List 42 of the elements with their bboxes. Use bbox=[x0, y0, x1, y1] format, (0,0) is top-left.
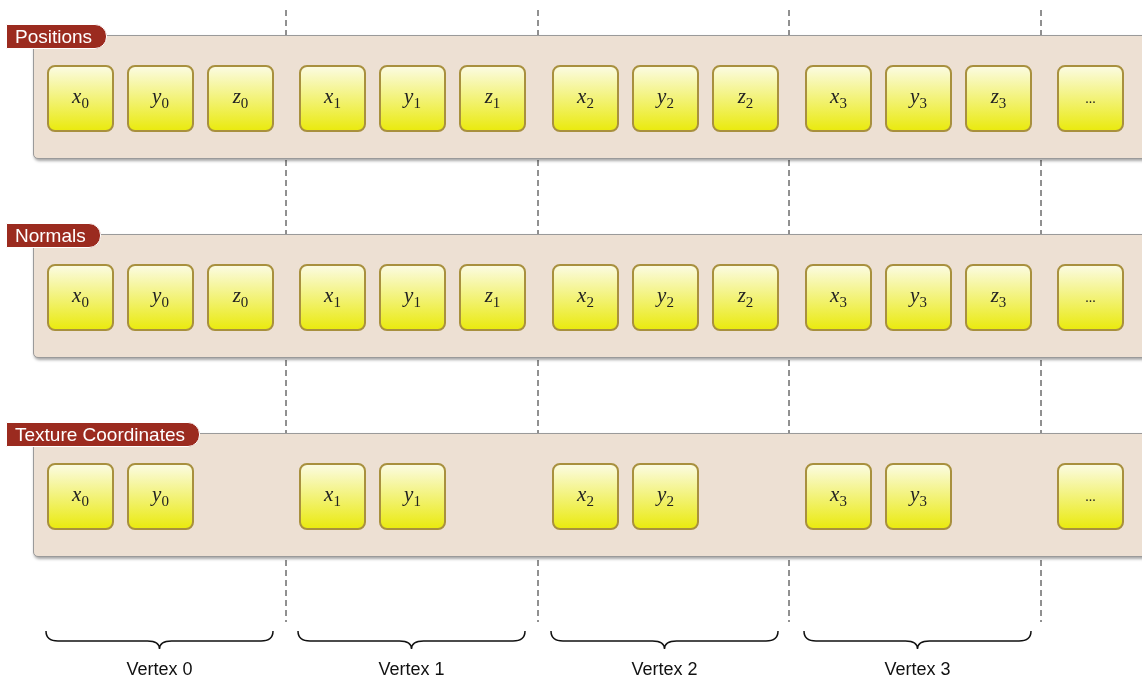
value-tile: x$_{1}$ bbox=[299, 65, 366, 132]
value-tile: z$_{1}$ bbox=[459, 65, 526, 132]
value-tile: y$_{0}$ bbox=[127, 463, 194, 530]
value-tile: x$_{2}$ bbox=[552, 463, 619, 530]
value-tile: z$_{3}$ bbox=[965, 264, 1032, 331]
value-tile: y$_{2}$ bbox=[632, 65, 699, 132]
value-tile: y$_{3}$ bbox=[885, 65, 952, 132]
value-tile: y$_{1}$ bbox=[379, 463, 446, 530]
value-tile: y$_{3}$ bbox=[885, 264, 952, 331]
value-tile: z$_{2}$ bbox=[712, 264, 779, 331]
value-tile: x$_{3}$ bbox=[805, 463, 872, 530]
value-tile: ... bbox=[1057, 65, 1124, 132]
value-tile: y$_{2}$ bbox=[632, 463, 699, 530]
value-tile: z$_{0}$ bbox=[207, 65, 274, 132]
value-tile: x$_{3}$ bbox=[805, 65, 872, 132]
value-tile: x$_{2}$ bbox=[552, 264, 619, 331]
vertex-label: Vertex 1 bbox=[378, 659, 445, 680]
band-title: Texture Coordinates bbox=[6, 422, 201, 447]
value-tile: ... bbox=[1057, 463, 1124, 530]
value-tile: z$_{1}$ bbox=[459, 264, 526, 331]
value-tile: x$_{0}$ bbox=[47, 65, 114, 132]
value-tile: y$_{3}$ bbox=[885, 463, 952, 530]
value-tile: x$_{2}$ bbox=[552, 65, 619, 132]
value-tile: x$_{1}$ bbox=[299, 264, 366, 331]
value-tile: y$_{1}$ bbox=[379, 65, 446, 132]
value-tile: y$_{1}$ bbox=[379, 264, 446, 331]
value-tile: z$_{3}$ bbox=[965, 65, 1032, 132]
value-tile: y$_{0}$ bbox=[127, 264, 194, 331]
value-tile: y$_{2}$ bbox=[632, 264, 699, 331]
value-tile: x$_{0}$ bbox=[47, 463, 114, 530]
band-title: Normals bbox=[6, 223, 101, 248]
value-tile: x$_{1}$ bbox=[299, 463, 366, 530]
vertex-label: Vertex 2 bbox=[631, 659, 698, 680]
value-tile: z$_{2}$ bbox=[712, 65, 779, 132]
vertex-label: Vertex 0 bbox=[126, 659, 193, 680]
value-tile: x$_{3}$ bbox=[805, 264, 872, 331]
vertex-label: Vertex 3 bbox=[884, 659, 951, 680]
value-tile: ... bbox=[1057, 264, 1124, 331]
value-tile: z$_{0}$ bbox=[207, 264, 274, 331]
value-tile: y$_{0}$ bbox=[127, 65, 194, 132]
band-title: Positions bbox=[6, 24, 108, 49]
value-tile: x$_{0}$ bbox=[47, 264, 114, 331]
